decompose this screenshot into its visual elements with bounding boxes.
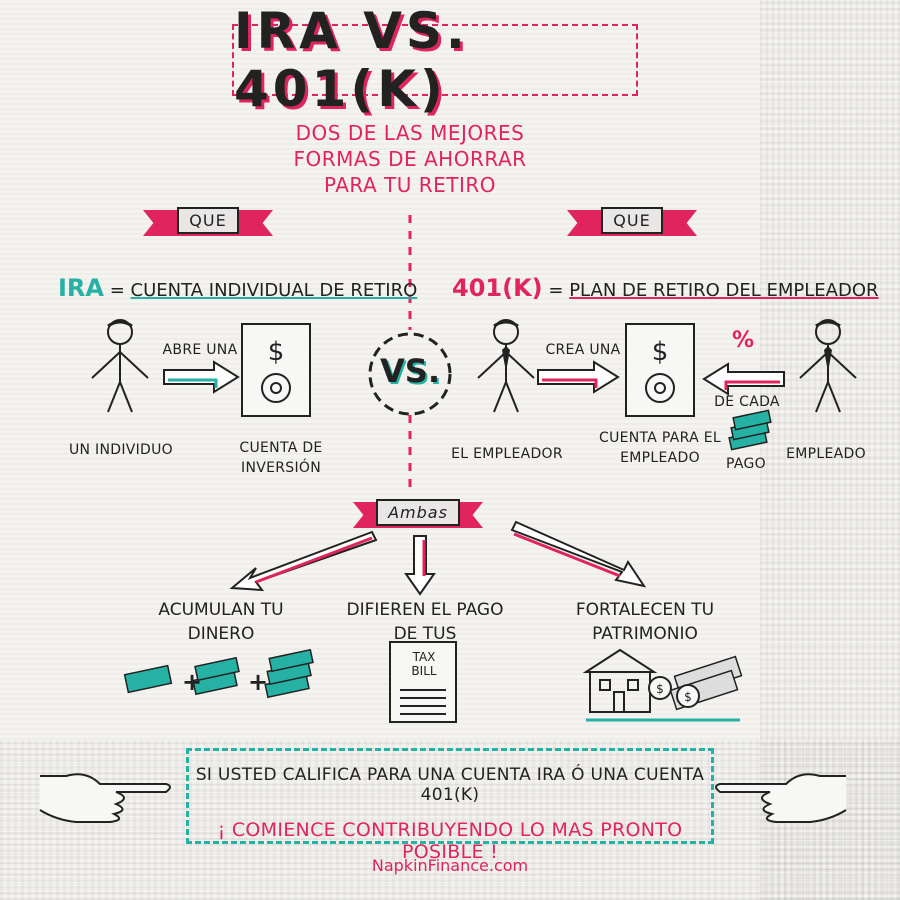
vs-circle-icon [368, 332, 452, 416]
both-ribbon: Ambas [353, 496, 483, 528]
employee-account-label-line-2: EMPLEADO [620, 450, 700, 466]
svg-text:$: $ [656, 682, 664, 696]
percent-symbol: % [732, 328, 755, 353]
employee-account-label: CUENTA PARA EL EMPLEADO [590, 428, 730, 468]
benefit-strengthen-line-1: FORTALECEN TU [575, 600, 715, 620]
ribbon-right-label: QUE [601, 206, 663, 234]
ira-key: IRA [58, 274, 104, 302]
benefit-accumulate-line-1: ACUMULAN TU [158, 600, 284, 620]
svg-text:$: $ [652, 337, 669, 367]
ira-arrow-icon [163, 360, 240, 394]
benefit-strengthen-line-2: PATRIMONIO [592, 624, 698, 644]
ribbon-left-label: QUE [177, 206, 239, 234]
401k-definition: 401(K) = PLAN DE RETIRO DEL EMPLEADOR [452, 274, 879, 302]
employee-account-label-line-1: CUENTA PARA EL [599, 430, 721, 446]
pointing-hand-left-icon [39, 773, 171, 823]
money-stacks-icon: + + [123, 648, 314, 699]
tax-bill-line-1: TAX [412, 650, 436, 664]
svg-text:$: $ [268, 337, 285, 367]
ribbon-left: QUE [143, 204, 273, 236]
401k-definition-text: PLAN DE RETIRO DEL EMPLEADOR [569, 280, 879, 301]
401k-key: 401(K) [452, 274, 543, 302]
employer-figure-icon [477, 319, 535, 413]
ira-definition: IRA = CUENTA INDIVIDUAL DE RETIRO [58, 274, 417, 302]
benefit-accumulate-line-2: DINERO [187, 624, 255, 644]
svg-text:+: + [182, 668, 202, 696]
house-coins-icon: $ $ [582, 648, 743, 722]
contribution-arrow-icon [702, 362, 785, 396]
subtitle-line-1: DOS DE LAS MEJORES [295, 121, 525, 145]
ribbon-right: QUE [567, 204, 697, 236]
investment-account-label-line-1: CUENTA DE [239, 440, 323, 456]
401k-arrow-label: CREA UNA [545, 342, 621, 358]
title-box: IRA VS. 401(K) [232, 2, 638, 118]
cta-line-2: ¡ COMIENCE CONTRIBUYENDO LO MAS PRONTO P… [217, 819, 683, 863]
vs-label: VS. [380, 352, 440, 390]
investment-account-label-line-2: INVERSIÓN [241, 460, 321, 476]
individual-label: UN INDIVIDUO [68, 442, 174, 458]
footer-brand: NapkinFinance.com [371, 856, 529, 875]
call-to-action-box: SI USTED CALIFICA PARA UNA CUENTA IRA Ó … [186, 748, 714, 863]
subtitle: DOS DE LAS MEJORES FORMAS DE AHORRAR PAR… [250, 120, 570, 198]
both-label: Ambas [376, 498, 460, 526]
from-each-label: DE CADA [714, 394, 780, 410]
arrow-down-icon [404, 535, 436, 596]
benefit-strengthen: FORTALECEN TU PATRIMONIO [560, 598, 730, 646]
svg-text:$: $ [684, 690, 692, 704]
svg-text:+: + [248, 668, 268, 696]
employee-label: EMPLEADO [786, 446, 866, 462]
ira-definition-text: CUENTA INDIVIDUAL DE RETIRO [130, 280, 418, 301]
pay-label: PAGO [726, 456, 766, 472]
arrow-right-icon [510, 520, 647, 588]
employer-label: EL EMPLEADOR [451, 446, 563, 462]
investment-account-label: CUENTA DE INVERSIÓN [226, 438, 336, 478]
arrow-left-icon [229, 530, 378, 592]
401k-eq: = [548, 280, 564, 301]
employee-account-icon: $ [625, 323, 695, 417]
subtitle-line-3: PARA TU RETIRO [323, 173, 497, 197]
tax-bill-icon [389, 641, 457, 723]
tax-bill-text: TAX BILL [388, 650, 460, 678]
ira-eq: = [109, 280, 125, 301]
cta-line-1: SI USTED CALIFICA PARA UNA CUENTA IRA Ó … [195, 765, 705, 805]
investment-account-icon: $ [241, 323, 311, 417]
benefit-defer-line-2: DE TUS [393, 624, 457, 644]
page-title: IRA VS. 401(K) [234, 2, 469, 118]
benefit-defer-line-1: DIFIEREN EL PAGO [346, 600, 504, 620]
employee-figure-icon [799, 319, 857, 413]
benefit-defer: DIFIEREN EL PAGO DE TUS [340, 598, 510, 646]
individual-figure-icon [91, 319, 149, 413]
tax-bill-line-2: BILL [411, 664, 437, 678]
pointing-hand-right-icon [715, 773, 847, 823]
benefit-accumulate: ACUMULAN TU DINERO [136, 598, 306, 646]
ira-arrow-label: ABRE UNA [162, 342, 238, 358]
subtitle-line-2: FORMAS DE AHORRAR [293, 147, 527, 171]
401k-arrow-icon [537, 360, 620, 394]
cash-stack-icon [728, 409, 772, 451]
